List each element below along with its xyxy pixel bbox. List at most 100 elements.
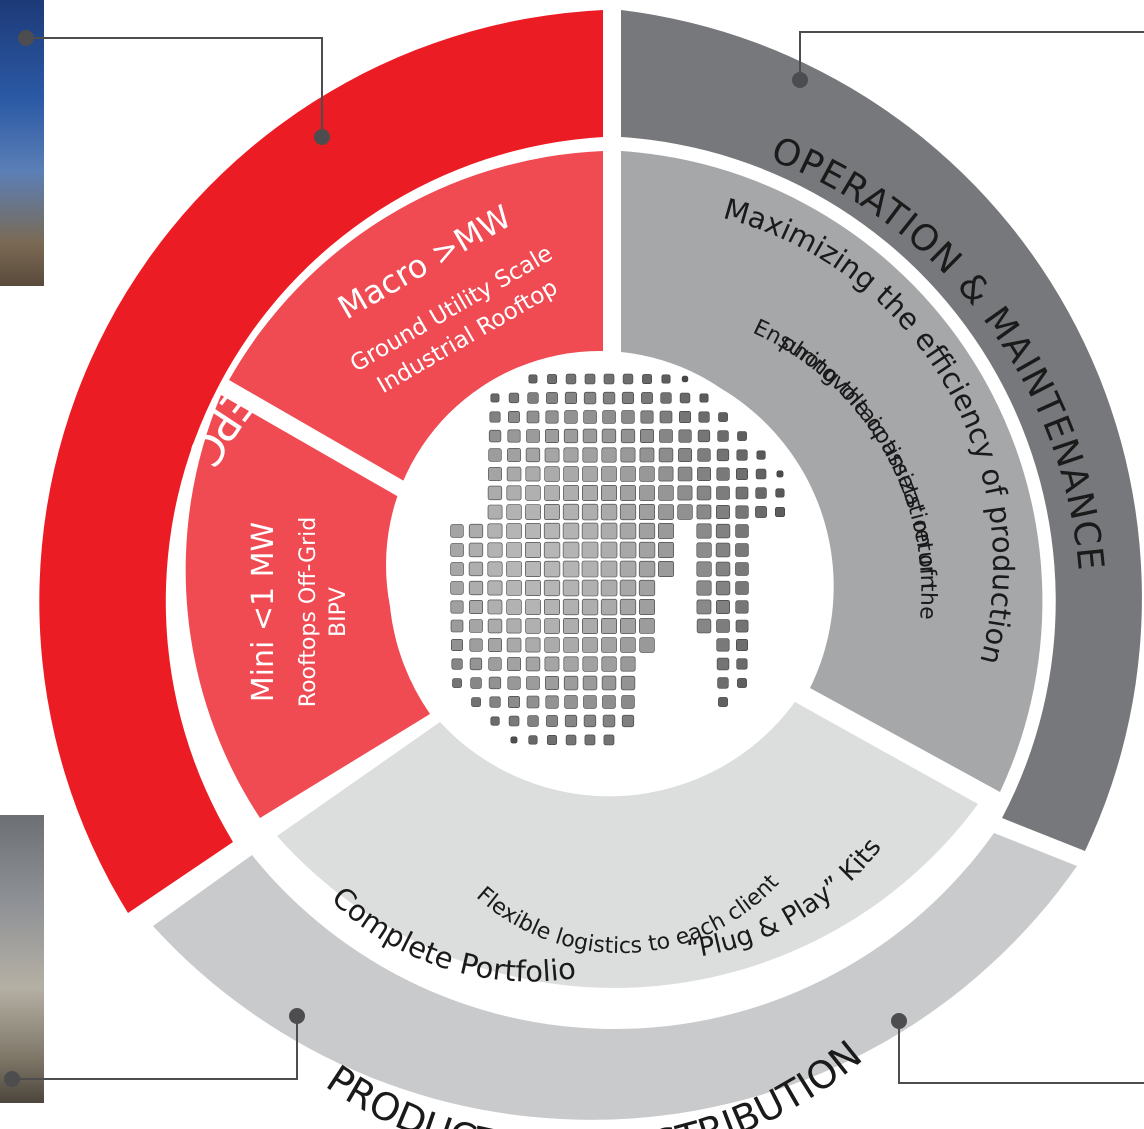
globe-tile [526,410,540,424]
globe-tile [506,561,522,577]
globe-tile [696,542,712,558]
globe-tile [507,448,521,462]
globe-tile [658,504,674,520]
globe-tile [507,429,521,443]
globe-tile [601,656,617,672]
leader-dot [289,1008,305,1024]
globe-tile [562,503,580,521]
globe-tile [543,579,561,597]
globe-tile [639,447,655,463]
globe-tile [525,580,542,597]
globe-tile [600,598,618,616]
globe-tile [507,657,521,672]
globe-tile [563,656,579,672]
globe-tile [506,466,522,482]
globe-tile [526,676,540,690]
globe-tile [510,736,518,744]
globe-tile [450,543,464,557]
globe-tile [619,522,637,540]
globe-tile [716,638,730,652]
globe-tile [600,579,618,597]
globe-tile [776,470,784,478]
globe-tile [638,522,656,540]
om-inner-segment [621,151,1043,792]
globe-tile [696,504,712,520]
globe-tile [681,375,689,383]
globe-tile [642,374,653,384]
globe-tile [489,696,501,708]
globe-tile [638,503,655,520]
globe-tile [677,504,693,520]
globe-tile [508,715,520,727]
globe-tile [620,447,636,463]
globe-tile [696,580,712,596]
globe-tile [736,658,748,670]
globe-tile [506,523,522,539]
globe-tile [678,429,692,443]
globe-tile [583,714,597,728]
globe-tile [620,428,636,444]
globe-tile [677,466,693,482]
globe-tile [546,392,558,404]
globe-tile [546,715,558,727]
globe-tile [735,486,749,500]
globe-tile [581,560,599,578]
globe-tile [716,619,730,633]
globe-tile [678,410,691,423]
globe-tile [716,486,730,500]
globe-tile [601,637,617,653]
globe-tile [715,599,730,614]
globe-tile [718,697,728,707]
globe-tile [508,392,520,404]
globe-tile [506,618,522,634]
globe-tile [582,656,598,672]
globe-tile [489,411,501,423]
globe-tile [696,561,712,577]
globe-tile [601,675,617,691]
epc-outer-segment [39,10,603,913]
globe-tile [468,542,484,558]
leader-epc [18,30,330,145]
globe-tile [487,599,503,615]
globe-tile [755,506,767,518]
globe-tile [716,467,730,481]
globe-tile [582,428,598,444]
globe-tile [544,675,559,690]
globe-tile [452,678,462,688]
leader-dot [792,72,808,88]
globe-tile [638,541,656,559]
globe-tile [755,468,767,480]
solar-panels-photo [0,0,44,286]
globe-tile [735,581,749,595]
globe-tile [450,600,464,614]
globe-tile [582,675,598,691]
globe-tile [450,581,464,595]
globe-tile [544,466,560,482]
globe-tile [468,561,484,577]
globe-tile [737,431,747,441]
globe-tile [735,600,749,614]
globe-tile [450,562,464,576]
globe-tile [525,447,541,463]
globe-tile [563,637,579,653]
globe-tile [639,485,655,501]
globe-tile [546,734,557,745]
globe-tile [619,598,637,616]
globe-tile [638,598,655,615]
globe-tile [696,618,712,634]
globe-tile [581,522,599,540]
globe-tile [600,503,618,521]
pd-inner-segment [277,702,978,988]
globe-tile [639,637,655,653]
globe-tile [735,562,749,576]
globe-tile [601,428,617,444]
globe-tile [526,695,540,709]
globe-tile [487,523,503,539]
globe-tile [468,599,483,614]
globe-tile [506,580,522,596]
globe-tile [736,449,748,461]
globe-tile [582,637,598,653]
globe-tile [543,541,561,559]
globe-tile [528,374,538,384]
globe-tile [545,695,559,709]
